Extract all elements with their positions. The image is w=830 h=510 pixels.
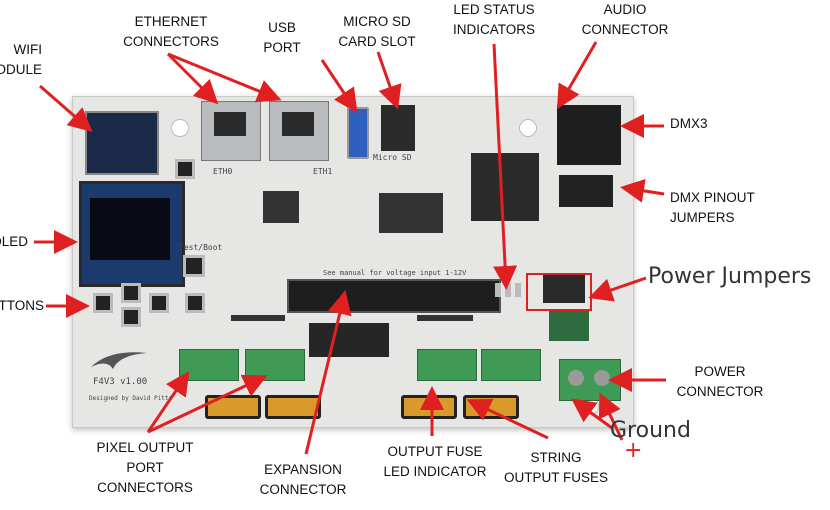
string-fuse [265,395,321,419]
label-dmx3: DMX3 [670,116,708,131]
arrow-pixel-2 [147,374,268,434]
pixel-output-terminal-3 [417,349,477,381]
ethernet-jack-0 [201,101,261,161]
label-ethernet-connectors: ETHERNET CONNECTORS [123,14,219,49]
arrow-microsd [376,51,402,110]
arrow-eth0 [166,52,219,105]
arrow-plus [598,392,624,441]
status-led [515,283,521,297]
mounting-hole [519,119,537,137]
label-micro-sd: MICRO SD CARD SLOT [338,14,416,49]
power-jumper-block [543,275,585,303]
silk-test-boot: Test/Boot [179,243,223,252]
cpu-chip [379,193,443,233]
arrow-pixel-1 [146,371,190,433]
power-jumpers-highlight [526,273,592,311]
bird-logo [89,347,149,371]
arrow-expansion [304,290,352,455]
oled-screen [79,181,185,287]
arrow-wifi [39,84,93,132]
pin-header [231,315,285,321]
wifi-module [85,111,159,175]
label-expansion-connector: EXPANSION CONNECTOR [259,462,347,497]
arrow-usb [320,59,358,113]
label-fuse-led: OUTPUT FUSE LED INDICATOR [383,444,487,479]
arrow-audio [556,41,598,110]
shift-register-chip [309,323,389,357]
user-button [121,283,141,303]
pixel-output-terminal-4 [481,349,541,381]
label-audio-connector: AUDIO CONNECTOR [581,2,669,37]
status-led [505,283,511,297]
test-boot-button [183,255,205,277]
voltage-regulator [549,311,589,341]
label-power-jumpers: Power Jumpers [648,264,812,289]
pin-header [417,315,473,321]
audio-connector [557,105,621,165]
expansion-connector [287,279,501,313]
silk-micro-sd: Micro SD [373,153,412,162]
arrow-dmx-pinout [620,178,665,203]
arrow-ground [571,398,613,430]
label-led-status: LED STATUS INDICATORS [452,2,535,37]
usb-port [347,107,369,159]
arrow-led-status [492,43,518,290]
ethernet-chip [263,191,299,223]
user-button [149,293,169,313]
arrow-eth1 [167,52,282,103]
silk-designer: Designed by David Pitts [89,395,173,402]
silk-voltage-note: See manual for voltage input 1-12V [323,269,467,277]
label-pixel-output: PIXEL OUTPUT PORT CONNECTORS [96,440,194,495]
label-buttons: BUTTONS [0,298,44,313]
silk-eth0: ETH0 [213,167,233,176]
label-string-fuses: STRING OUTPUT FUSES [503,450,608,485]
label-oled: OLED [0,234,28,249]
label-plus: + [624,438,643,463]
user-button [185,293,205,313]
micro-sd-slot [381,105,415,151]
dmx-pinout-jumpers [559,175,613,207]
processor-chip [471,153,539,221]
silk-model: F4V3 v1.00 [93,377,148,387]
user-button [121,307,141,327]
ethernet-jack-1 [269,101,329,161]
label-dmx-pinout: DMX PINOUT JUMPERS [670,190,755,225]
label-wifi-module: WIFI MODULE [0,42,42,77]
label-power-connector: POWER CONNECTOR [676,364,764,399]
user-button [93,293,113,313]
silk-eth1: ETH1 [313,167,333,176]
reset-button [175,159,195,179]
mounting-hole [171,119,189,137]
label-ground: Ground [610,418,691,443]
status-led [495,283,501,297]
label-usb-port: USB PORT [263,20,301,55]
arrow-power-jumpers [588,276,647,302]
arrow-string-fuses [466,398,549,440]
